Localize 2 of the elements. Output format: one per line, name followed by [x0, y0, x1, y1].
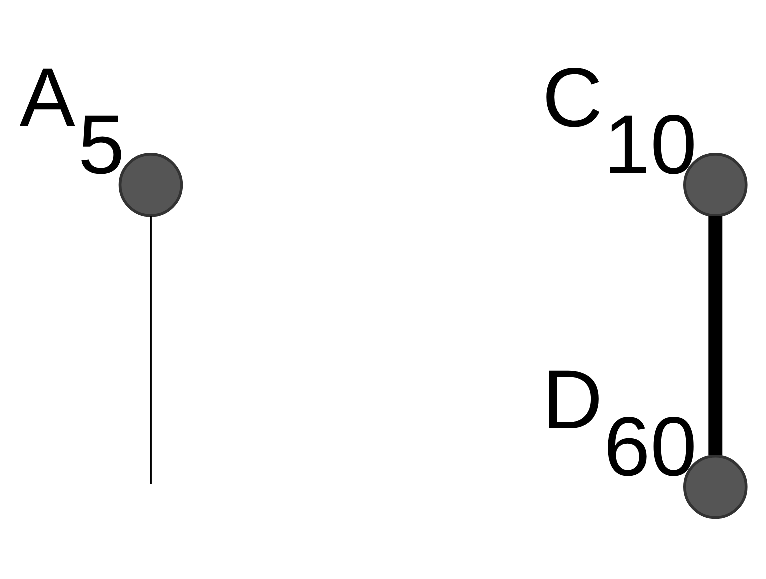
connector: [708, 216, 723, 455]
connector: [150, 216, 152, 484]
